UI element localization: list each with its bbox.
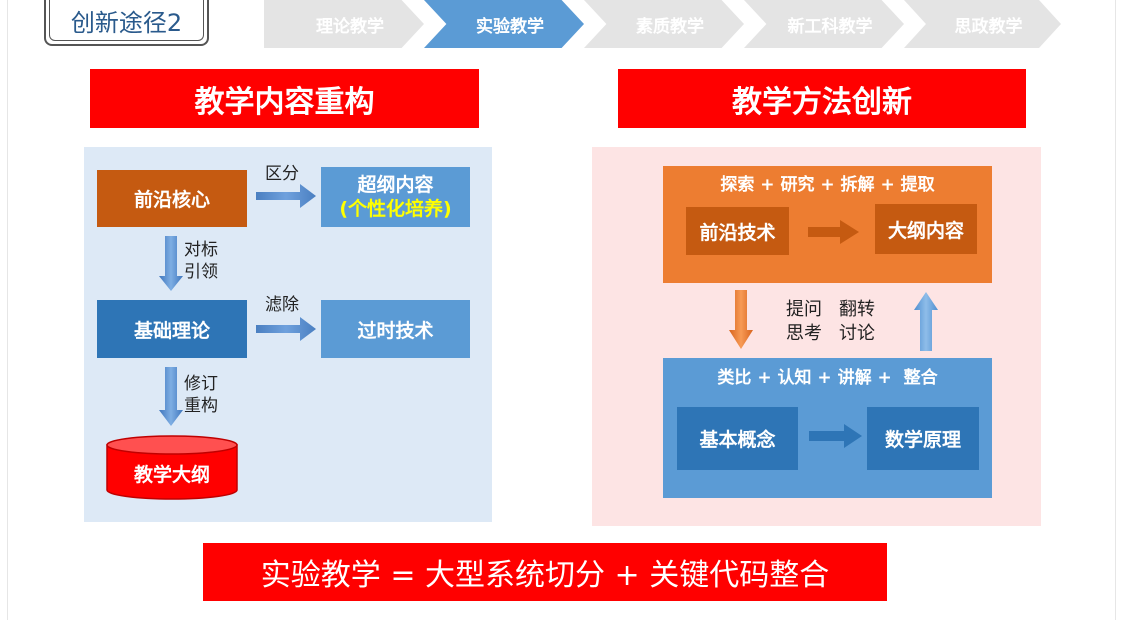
slide-title-frame (44, 0, 209, 46)
left-header: 教学内容重构 (90, 69, 479, 128)
filter-label: 滤除 (265, 295, 299, 315)
arrow-right-icon (256, 317, 316, 341)
flip-discuss-line: 翻转 (839, 299, 875, 320)
nav-step-label: 实验教学 (476, 16, 544, 37)
nav-step-ideology[interactable]: 思政教学 (904, 0, 1061, 48)
revise-label-line: 修订 (184, 374, 218, 394)
benchmark-label-line: 对标 (184, 240, 218, 260)
revise-label-line: 重构 (184, 396, 218, 416)
beyond-syllabus-box: 超纲内容 (个性化培养) (321, 167, 470, 227)
syllabus-cylinder-icon (106, 435, 238, 500)
revise-label: 修订 重构 (184, 373, 218, 417)
arrow-right-icon (808, 220, 859, 244)
nav-step-experiment[interactable]: 实验教学 (424, 0, 584, 48)
math-principle-box: 数学原理 (867, 407, 979, 470)
nav-step-label: 新工科教学 (787, 16, 873, 37)
flip-discuss-label: 翻转 讨论 (839, 298, 875, 346)
flip-discuss-line: 讨论 (839, 323, 875, 344)
question-think-line: 提问 (786, 299, 822, 320)
beyond-syllabus-subtitle: (个性化培养) (339, 198, 452, 220)
arrow-down-icon (159, 367, 183, 426)
syllabus-label: 教学大纲 (133, 463, 210, 486)
nav-step-label: 理论教学 (316, 16, 384, 37)
slide-edge-left (7, 0, 8, 620)
right-header: 教学方法创新 (618, 69, 1026, 128)
arrow-right-icon (809, 424, 862, 448)
question-think-label: 提问 思考 (786, 298, 822, 346)
explore-steps-text: 探索 + 研究 + 拆解 + 提取 (720, 174, 935, 195)
arrow-up-icon (914, 292, 938, 351)
nav-step-quality[interactable]: 素质教学 (584, 0, 744, 48)
basic-theory-box: 基础理论 (97, 300, 247, 358)
nav-step-label: 素质教学 (636, 16, 704, 37)
nav-step-theory[interactable]: 理论教学 (264, 0, 424, 48)
benchmark-label-line: 引领 (184, 262, 218, 282)
distinguish-label: 区分 (265, 164, 299, 184)
question-think-line: 思考 (786, 323, 822, 344)
slide-title: 创新途径2 (49, 0, 204, 41)
basic-concept-box: 基本概念 (677, 407, 798, 470)
frontier-tech-box: 前沿技术 (686, 207, 789, 255)
obsolete-tech-box: 过时技术 (321, 300, 470, 358)
frontier-core-box: 前沿核心 (97, 170, 247, 227)
analogy-steps-text: 类比 + 认知 + 讲解 + 整合 (717, 367, 938, 388)
nav-step-new-engineering[interactable]: 新工科教学 (744, 0, 904, 48)
arrow-right-icon (256, 184, 316, 208)
slide-edge-right (1115, 0, 1116, 620)
beyond-syllabus-title: 超纲内容 (357, 174, 434, 196)
benchmark-label: 对标 引领 (184, 239, 218, 283)
arrow-down-icon (729, 290, 753, 349)
formula-bar: 实验教学 = 大型系统切分 + 关键代码整合 (203, 543, 887, 601)
nav-step-label: 思政教学 (954, 16, 1023, 37)
arrow-down-icon (159, 236, 183, 291)
syllabus-content-box: 大纲内容 (875, 204, 977, 254)
